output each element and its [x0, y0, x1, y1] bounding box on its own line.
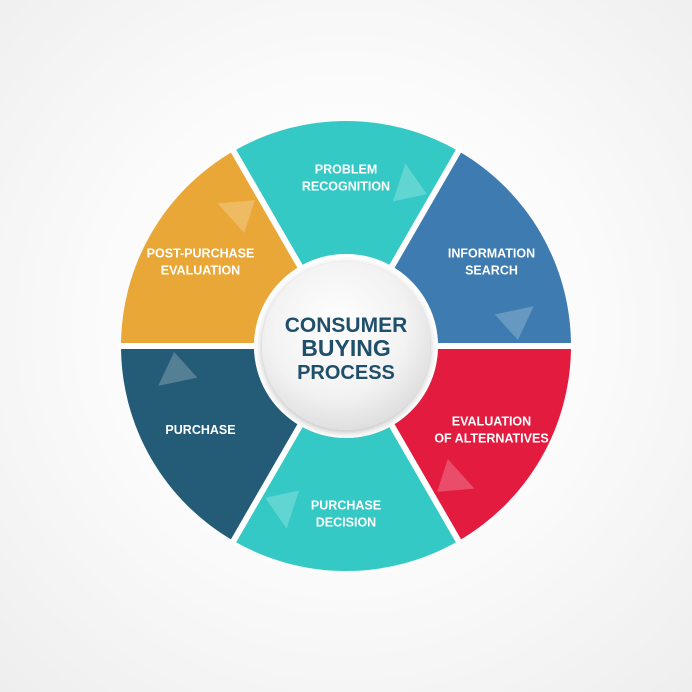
label-information-search-line-2: SEARCH — [465, 264, 518, 278]
direction-arrow-purchase — [158, 352, 198, 386]
center-title-line-3: PROCESS — [297, 362, 395, 384]
label-post-purchase-evaluation-line-2: EVALUATION — [161, 264, 240, 278]
center-title-line-2: BUYING — [301, 335, 390, 361]
label-purchase-decision-line-1: PURCHASE — [311, 499, 381, 513]
segment-purchase — [121, 346, 300, 541]
arrows-layer — [158, 163, 534, 529]
direction-arrow-problem-recognition — [392, 163, 427, 202]
segment-divider — [229, 147, 304, 270]
segment-purchase-decision — [233, 425, 459, 571]
hub-disc — [262, 262, 430, 430]
label-evaluation-of-alternatives-line-1: EVALUATION — [452, 415, 531, 429]
direction-arrow-purchase-decision — [265, 490, 300, 529]
segment-information-search — [392, 151, 571, 346]
labels-layer: PROBLEM RECOGNITION INFORMATION SEARCH EVALU… — [147, 163, 549, 530]
direction-arrow-post-purchase-evaluation — [217, 200, 255, 234]
label-evaluation-of-alternatives-line-2: OF ALTERNATIVES — [434, 432, 548, 446]
dividers-layer — [118, 147, 574, 545]
label-information-search-line-1: INFORMATION — [448, 247, 535, 261]
segment-divider — [229, 422, 304, 545]
direction-arrow-information-search — [494, 306, 534, 340]
segments-layer — [121, 120, 571, 571]
segment-problem-recognition — [233, 120, 459, 267]
segment-divider — [388, 147, 463, 270]
label-problem-recognition-line-2: RECOGNITION — [302, 180, 390, 194]
center-title-line-1: CONSUMER — [285, 314, 408, 337]
label-purchase-line-1: PURCHASE — [165, 423, 235, 437]
label-post-purchase-evaluation-line-1: POST-PURCHASE — [147, 247, 255, 261]
segment-divider — [388, 422, 463, 545]
segment-evaluation-of-alternatives — [392, 346, 571, 541]
direction-arrow-evaluation-of-alternatives — [437, 458, 475, 492]
label-purchase-decision-line-2: DECISION — [316, 516, 376, 530]
label-problem-recognition-line-1: PROBLEM — [315, 163, 378, 177]
segment-post-purchase-evaluation — [121, 151, 300, 346]
